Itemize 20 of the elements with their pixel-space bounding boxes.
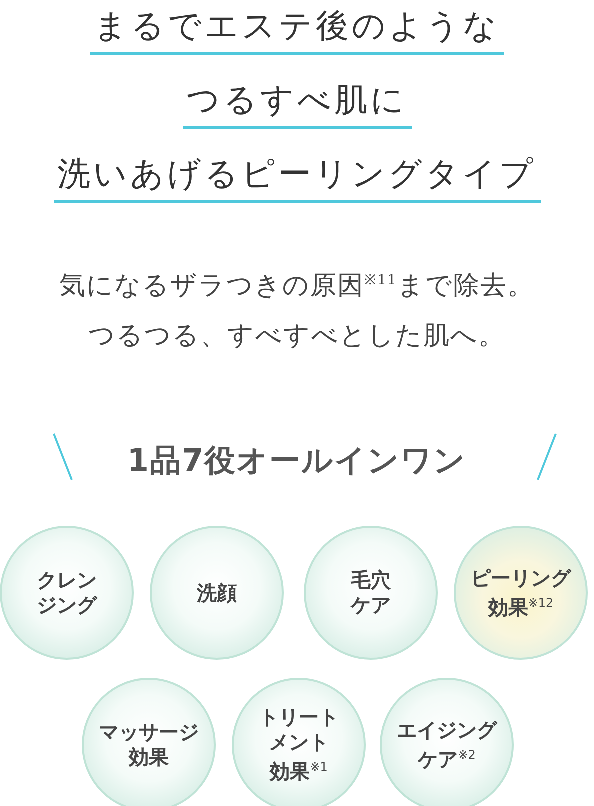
bubble-text: 効果	[129, 745, 169, 770]
bubble-text: 毛穴	[351, 568, 391, 593]
heading-line: まるでエステ後のような	[90, 4, 504, 55]
bubble-text: ジング	[37, 593, 97, 618]
body-text: 気になるザラつきの原因$^{※11}$まで除去。	[60, 271, 534, 301]
heading-line: 洗いあげるピーリングタイプ	[54, 152, 540, 203]
body-text: つるつる、すべすべとした肌へ。	[88, 321, 506, 351]
bubble-text: エイジング	[397, 718, 497, 743]
bubble-text: ピーリング	[471, 566, 571, 591]
bubble-text: ケア$^{※2}$	[418, 746, 476, 772]
bubble-text: トリート	[259, 705, 339, 730]
subheading: 1品7役オールインワン	[127, 443, 467, 479]
heading-line: つるすべ肌に	[182, 78, 412, 129]
bubble-text: 効果$^{※1}$	[270, 758, 328, 785]
bubble-text: マッサージ	[99, 720, 199, 745]
bubble-text: メント	[269, 730, 329, 756]
bubble-text: 洗顔	[197, 580, 237, 606]
bubble-text: クレン	[37, 568, 97, 593]
bubble-text: ケア	[351, 593, 391, 618]
bubble-text: 効果$^{※12}$	[488, 594, 554, 620]
